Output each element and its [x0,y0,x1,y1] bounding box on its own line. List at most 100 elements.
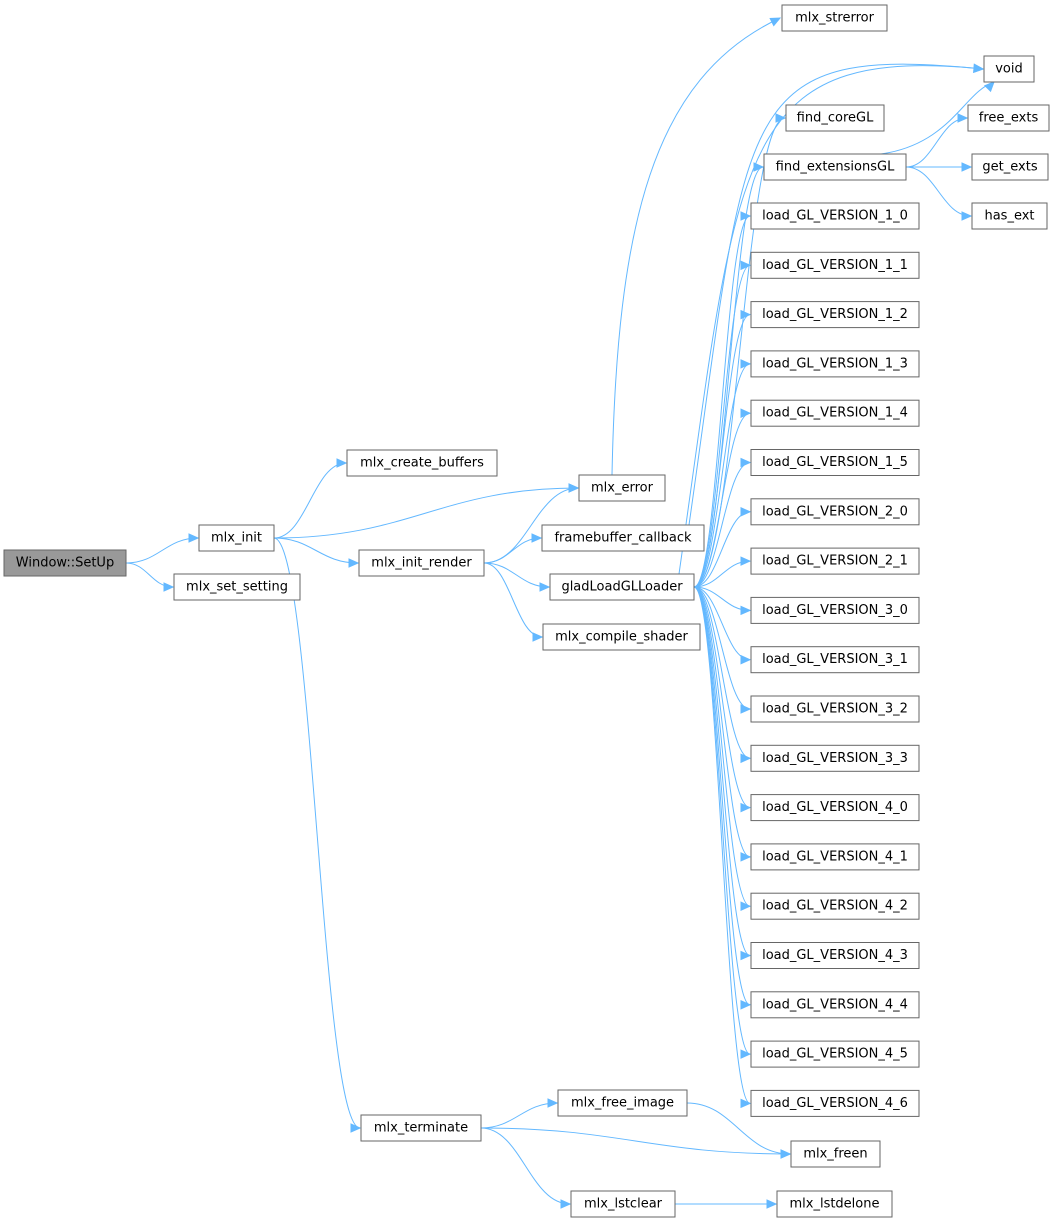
edge-arrowhead [188,533,200,543]
call-edge-gladLoadGLLoader-to-v4_1 [693,586,752,862]
node-box [971,153,1049,181]
node-find-extensionsgl[interactable]: find_extensionsGL [763,153,907,181]
node-v2-0[interactable]: load_GL_VERSION_2_0 [750,498,920,526]
node-framebuffer-callback[interactable]: framebuffer_callback [541,524,705,552]
call-edge-mlx_terminate-to-mlx_lstclear [480,1127,572,1209]
node-box [983,55,1035,83]
edge-line [480,1127,791,1155]
node-box [750,1040,920,1068]
node-box [776,1190,893,1218]
call-edge-find_extensionsGL-to-free_exts [905,113,969,168]
node-mlx-strerror[interactable]: mlx_strerror [781,4,888,32]
node-mlx-terminate[interactable]: mlx_terminate [360,1114,482,1142]
node-box [750,991,920,1019]
node-v1-5[interactable]: load_GL_VERSION_1_5 [750,449,920,476]
edge-line [880,81,995,155]
node-get-exts[interactable]: get_exts [971,153,1049,181]
node-label: mlx_init_render [371,556,472,571]
edge-line [693,586,751,759]
edge-arrowhead [560,1199,572,1209]
node-free-exts[interactable]: free_exts [967,104,1050,132]
node-gladloadglloader[interactable]: gladLoadGLLoader [549,573,695,601]
call-edge-mlx_init_render-to-framebuffer_callback [483,533,543,564]
node-v3-3[interactable]: load_GL_VERSION_3_3 [750,744,920,772]
node-label: mlx_create_buffers [360,456,484,471]
node-mlx-error[interactable]: mlx_error [578,474,666,502]
node-v4-3[interactable]: load_GL_VERSION_4_3 [750,942,920,969]
call-edge-mlx_free_image-to-mlx_freen [686,1102,792,1159]
node-box [763,153,907,181]
node-v3-2[interactable]: load_GL_VERSION_3_2 [750,695,920,723]
node-v1-4[interactable]: load_GL_VERSION_1_4 [750,399,920,427]
node-has-ext[interactable]: has_ext [971,202,1048,230]
edge-arrowhead [740,507,752,517]
node-void[interactable]: void [983,55,1035,83]
node-find-coregl[interactable]: find_coreGL [785,104,885,132]
node-label: void [995,62,1023,77]
node-v3-1[interactable]: load_GL_VERSION_3_1 [750,646,920,674]
node-setup[interactable]: Window::SetUp [3,549,127,577]
edge-arrowhead [780,1149,792,1159]
node-v1-1[interactable]: load_GL_VERSION_1_1 [750,251,920,279]
call-edge-mlx_init-to-mlx_error [273,483,580,539]
edge-line [483,562,543,638]
call-edge-gladLoadGLLoader-to-v3_1 [693,586,752,665]
node-mlx-compile-shader[interactable]: mlx_compile_shader [542,623,701,651]
node-v1-2[interactable]: load_GL_VERSION_1_2 [750,301,920,329]
node-box [750,350,920,378]
node-mlx-set-setting[interactable]: mlx_set_setting [173,573,301,601]
node-mlx-create-buffers[interactable]: mlx_create_buffers [346,449,498,477]
node-v4-1[interactable]: load_GL_VERSION_4_1 [750,843,920,871]
node-box [750,744,920,772]
node-label: get_exts [982,160,1037,175]
node-v4-5[interactable]: load_GL_VERSION_4_5 [750,1040,920,1068]
edge-line [273,537,359,564]
node-box [750,449,920,476]
call-edge-mlx_lstclear-to-mlx_lstdelone [674,1199,778,1209]
node-v4-2[interactable]: load_GL_VERSION_4_2 [750,892,920,920]
edge-line [693,586,751,1104]
node-label: load_GL_VERSION_1_4 [762,406,908,421]
node-box [785,104,885,132]
node-mlx-lstclear[interactable]: mlx_lstclear [570,1190,676,1218]
node-box [750,794,920,822]
edge-arrowhead [740,704,752,714]
node-v1-3[interactable]: load_GL_VERSION_1_3 [750,350,920,378]
edge-arrowhead [740,852,752,862]
node-label: load_GL_VERSION_4_2 [762,899,908,914]
node-v1-0[interactable]: load_GL_VERSION_1_0 [750,202,920,230]
node-mlx-free-image[interactable]: mlx_free_image [557,1089,688,1117]
edge-arrowhead [740,359,752,369]
call-edge-gladLoadGLLoader-to-v1_5 [693,457,752,588]
node-mlx-freen[interactable]: mlx_freen [790,1140,881,1168]
node-mlx-init[interactable]: mlx_init [198,524,275,552]
edge-arrowhead [740,1098,752,1109]
node-mlx-lstdelone[interactable]: mlx_lstdelone [776,1190,893,1218]
node-box [750,1089,920,1117]
node-label: load_GL_VERSION_4_6 [762,1096,908,1111]
edge-arrowhead [740,457,752,468]
node-box [750,942,920,969]
node-box [750,301,920,329]
node-box [3,549,127,577]
edge-arrowhead [348,558,360,568]
call-edge-mlx_terminate-to-mlx_free_image [480,1098,559,1129]
node-box [542,623,701,651]
edge-arrowhead [957,113,969,123]
edge-arrowhead [983,81,995,93]
node-v4-0[interactable]: load_GL_VERSION_4_0 [750,794,920,822]
node-label: load_GL_VERSION_4_1 [762,849,908,864]
node-v4-6[interactable]: load_GL_VERSION_4_6 [750,1089,920,1117]
node-v3-0[interactable]: load_GL_VERSION_3_0 [750,596,920,624]
edge-line [686,1102,791,1155]
node-v4-4[interactable]: load_GL_VERSION_4_4 [750,991,920,1019]
node-v2-1[interactable]: load_GL_VERSION_2_1 [750,547,920,575]
edge-arrowhead [766,1199,778,1209]
edge-arrowhead [740,211,752,221]
node-label: mlx_set_setting [186,580,288,595]
node-box [549,573,695,601]
node-mlx-init-render[interactable]: mlx_init_render [358,549,485,577]
call-edge-mlx_init_render-to-mlx_compile_shader [483,562,544,642]
call-edge-mlx_init_render-to-gladLoadGLLoader [483,562,551,592]
